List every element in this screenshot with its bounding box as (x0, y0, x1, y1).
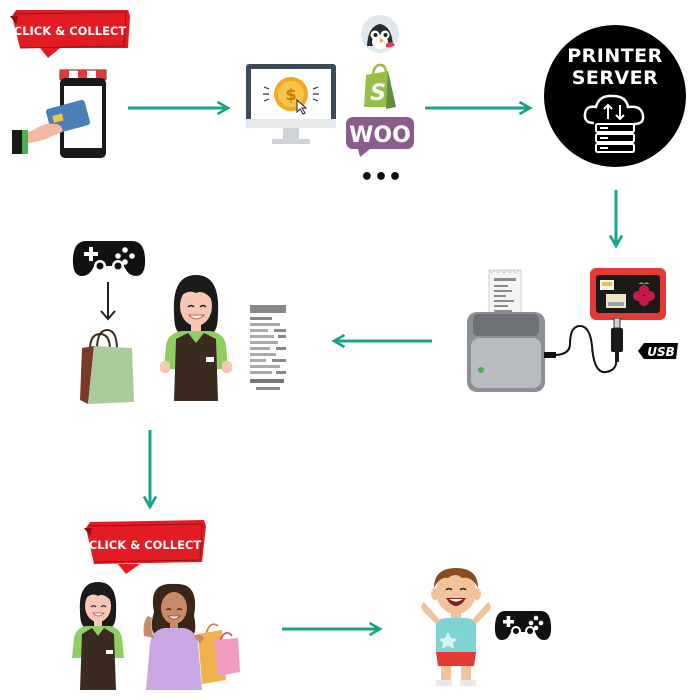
cloud-server-icon (583, 94, 645, 153)
gamepad-icon (72, 238, 146, 278)
server-title-line1: PRINTER (567, 45, 663, 67)
order-receipt-icon (248, 303, 288, 393)
click-collect-banner-top: CLICK & COLLECT (10, 10, 130, 58)
svg-text:S: S (370, 81, 386, 106)
child-gamepad-icon (494, 608, 552, 642)
customer-illustration (140, 582, 244, 690)
phone-payment-illustration (12, 66, 112, 160)
usb-badge: USB (636, 340, 680, 362)
store-staff-illustration (160, 273, 232, 401)
bottom-staff-illustration (70, 580, 126, 690)
raspberry-pi-board (590, 268, 666, 320)
banner-bottom-text: CLICK & COLLECT (89, 538, 202, 552)
usb-plug (610, 318, 624, 362)
woo-label: WOO (349, 123, 411, 148)
more-platforms-ellipsis: ••• (359, 165, 403, 190)
happy-child-illustration (418, 566, 494, 688)
shopify-logo-icon: S (360, 63, 400, 109)
banner-top-text: CLICK & COLLECT (14, 24, 127, 38)
raspberry-icon (633, 282, 655, 306)
usb-label: USB (647, 345, 675, 359)
svg-text:$: $ (285, 85, 296, 104)
server-title-line2: SERVER (571, 67, 659, 89)
prestashop-logo-icon (359, 14, 401, 54)
shopping-bags-icon (198, 623, 240, 684)
printer-server-node: PRINTER SERVER (544, 25, 686, 167)
woocommerce-logo-icon: WOO (346, 117, 414, 157)
click-collect-banner-bottom: CLICK & COLLECT (84, 520, 206, 574)
receipt-printer-illustration (467, 268, 551, 392)
usb-cable (544, 324, 618, 374)
shopping-bag-icon (78, 328, 136, 404)
payment-computer-illustration: $ (246, 64, 336, 148)
